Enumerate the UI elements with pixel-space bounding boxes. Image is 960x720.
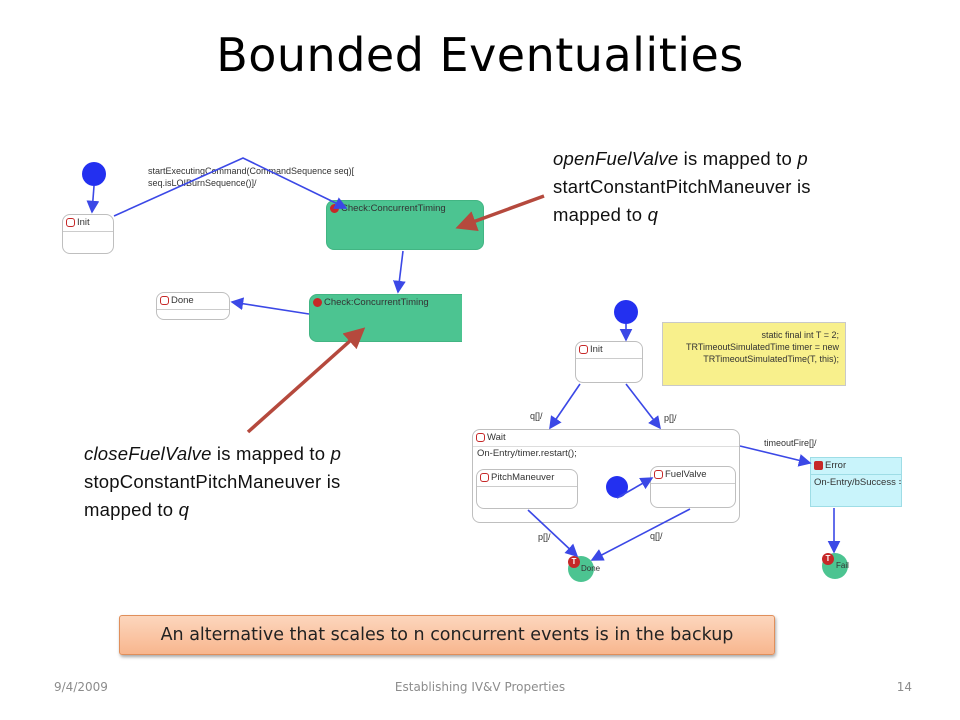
- initial-state-dot: [82, 162, 106, 186]
- event-name: openFuelValve: [553, 148, 679, 169]
- done-state: Done: [156, 292, 230, 320]
- init-state: Init: [575, 341, 643, 383]
- note-text: mapped to: [553, 204, 648, 225]
- callout-arrow-bottom: [246, 327, 366, 434]
- init-state-label: Init: [63, 215, 113, 232]
- variable: p: [797, 148, 808, 169]
- variable: q: [647, 204, 659, 225]
- note-text: stopConstantPitchManeuver is: [84, 471, 341, 492]
- transition-q-done: q[]/: [650, 531, 663, 541]
- mapping-note-top: openFuelValve is mapped to p startConsta…: [553, 145, 913, 229]
- state-icon: [476, 433, 485, 442]
- state-icon: [160, 296, 169, 305]
- note-text: mapped to: [84, 499, 179, 520]
- note-text: is mapped to: [678, 148, 798, 169]
- variable: q: [178, 499, 190, 520]
- init-state: Init: [62, 214, 114, 254]
- code-line: static final int T = 2;: [761, 330, 839, 340]
- transition-q: q[]/: [530, 411, 543, 421]
- footer-page-number: 14: [896, 680, 912, 694]
- transition-timeout: timeoutFire[]/: [764, 438, 817, 448]
- check1-label: Check:ConcurrentTiming: [341, 203, 446, 214]
- wait-state-label: Wait: [473, 430, 739, 447]
- code-line: TRTimeoutSimulatedTime(T, this);: [703, 354, 839, 364]
- terminate-icon: T: [822, 553, 834, 565]
- error-icon: [814, 461, 823, 470]
- event-name: closeFuelValve: [84, 443, 212, 464]
- done-final-label: Done: [581, 564, 601, 573]
- backup-callout: An alternative that scales to n concurre…: [119, 615, 775, 655]
- transition-p-done: p[]/: [538, 532, 551, 542]
- transition-label-line2: seq.isLOIBurnSequence()]/: [148, 178, 257, 188]
- wait-entry-action: On-Entry/timer.restart();: [477, 448, 577, 459]
- check-concurrent-timing-state-1: Check:ConcurrentTiming: [326, 200, 484, 250]
- state-icon: [480, 473, 489, 482]
- error-entry-action: On-Entry/bSuccess =: [814, 477, 901, 488]
- init-state-label: Init: [576, 342, 642, 359]
- state-icon: [654, 470, 663, 479]
- mapping-note-bottom: closeFuelValve is mapped to p stopConsta…: [84, 440, 414, 524]
- submachine-icon: [330, 204, 339, 213]
- fuel-valve-state: FuelValve: [650, 466, 736, 508]
- transition-label-line1: startExecutingCommand(CommandSequence se…: [148, 166, 355, 176]
- initial-state-dot: [606, 476, 628, 498]
- transition-p: p[]/: [664, 413, 677, 423]
- check2-label: Check:ConcurrentTiming: [324, 297, 429, 308]
- note-text: startConstantPitchManeuver is: [553, 176, 811, 197]
- code-note: static final int T = 2; TRTimeoutSimulat…: [662, 322, 846, 386]
- fuel-valve-label: FuelValve: [651, 467, 735, 484]
- submachine-icon: [313, 298, 322, 307]
- check-concurrent-timing-state-2: Check:ConcurrentTiming: [309, 294, 479, 342]
- pitch-maneuver-state: PitchManeuver: [476, 469, 578, 509]
- state-icon: [66, 218, 75, 227]
- error-state: Error On-Entry/bSuccess =: [810, 457, 902, 507]
- terminate-icon: T: [568, 556, 580, 568]
- initial-state-dot: [614, 300, 638, 324]
- error-state-label: Error: [811, 458, 901, 475]
- page-title: Bounded Eventualities: [216, 28, 744, 82]
- pitch-maneuver-label: PitchManeuver: [477, 470, 577, 487]
- code-line: TRTimeoutSimulatedTime timer = new: [686, 342, 839, 352]
- variable: p: [330, 443, 342, 464]
- footer-title: Establishing IV&V Properties: [394, 680, 566, 694]
- fail-final-label: Fail: [836, 561, 849, 570]
- state-icon: [579, 345, 588, 354]
- footer-date: 9/4/2009: [54, 680, 108, 694]
- note-text: is mapped to: [211, 443, 331, 464]
- done-state-label: Done: [157, 293, 229, 310]
